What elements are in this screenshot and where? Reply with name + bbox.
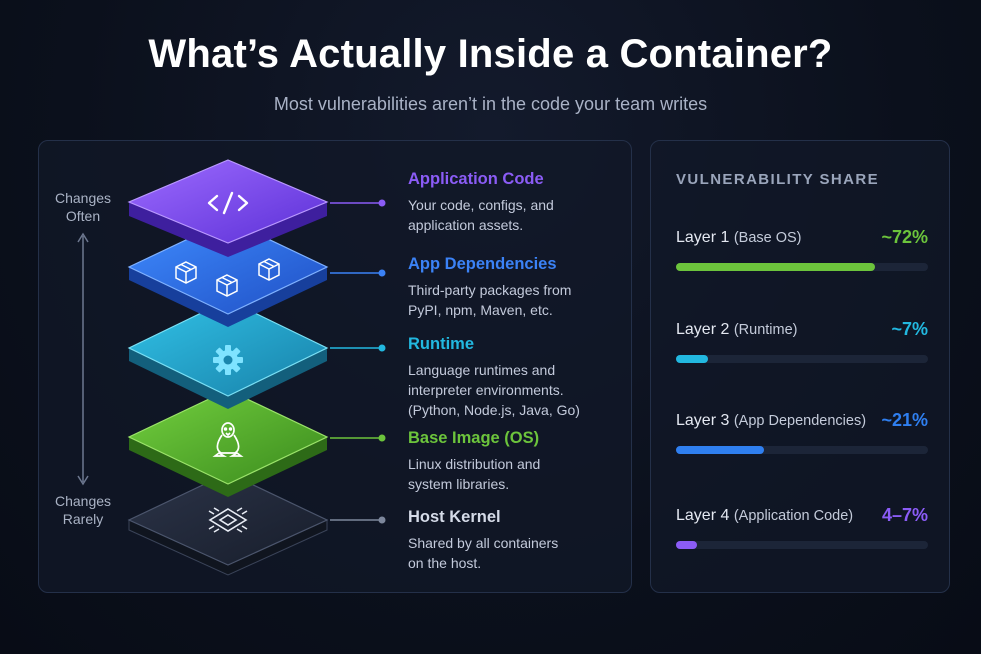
changes-often-label: Changes Often: [38, 189, 128, 225]
layer-desc-line: PyPI, npm, Maven, etc.: [408, 302, 553, 318]
layer-host-kernel: [127, 472, 329, 576]
layer-desc-line: Shared by all containers: [408, 535, 559, 551]
share-label-sub: (App Dependencies): [733, 413, 867, 429]
changes-often-line2: Often: [65, 208, 101, 224]
share-label-sub: (Base OS): [733, 230, 802, 246]
layer-title: Base Image (OS): [408, 429, 540, 447]
share-label-main: Layer 2: [676, 321, 730, 338]
share-label: Layer 2 (Runtime): [676, 321, 797, 338]
layer-title: App Dependencies: [408, 255, 557, 273]
layer-text-application-code: Application Code Your code, configs, and…: [408, 170, 623, 235]
layer-title: Runtime: [408, 335, 474, 353]
package-icon: [175, 261, 197, 284]
connector-host-kernel: [330, 516, 386, 524]
share-value: ~21%: [881, 410, 928, 430]
changes-often-line1: Changes: [54, 190, 112, 206]
share-bar-track: [676, 541, 928, 549]
package-icon: [258, 258, 280, 281]
share-bar-track: [676, 446, 928, 454]
share-bar-fill: [676, 446, 765, 454]
share-label-main: Layer 3: [676, 412, 730, 429]
changes-rarely-line1: Changes: [54, 493, 112, 509]
layer-desc-line: application assets.: [408, 217, 524, 233]
share-value: ~7%: [891, 319, 928, 339]
share-bar-track: [676, 263, 928, 271]
layer-desc-line: (Python, Node.js, Java, Go): [408, 402, 580, 418]
share-label-main: Layer 1: [676, 229, 730, 246]
layer-title: Host Kernel: [408, 508, 501, 526]
share-label-sub: (Runtime): [733, 322, 798, 338]
vulnerability-share-heading: VULNERABILITY SHARE: [676, 171, 880, 188]
page-title: What’s Actually Inside a Container?: [148, 32, 833, 76]
layer-text-base-image: Base Image (OS) Linux distribution and s…: [408, 429, 623, 494]
share-label-main: Layer 4: [676, 507, 730, 524]
layer-base-image: [127, 389, 329, 497]
layer-desc-line: Language runtimes and: [408, 362, 556, 378]
chip-icon: [208, 507, 248, 533]
connector-app-dependencies: [330, 269, 386, 277]
share-label: Layer 4 (Application Code): [676, 507, 853, 524]
connector-runtime: [330, 344, 386, 352]
code-icon: [207, 191, 249, 215]
page-subtitle: Most vulnerabilities aren’t in the code …: [273, 94, 708, 114]
gear-icon: [213, 345, 243, 375]
share-bar-fill: [676, 355, 708, 363]
changes-rarely-line2: Rarely: [62, 511, 104, 527]
share-row-layer-4: Layer 4 (Application Code) 4–7%: [676, 505, 928, 549]
layer-runtime: [127, 299, 329, 409]
change-frequency-arrow: [77, 232, 89, 486]
share-label: Layer 3 (App Dependencies): [676, 412, 866, 429]
share-value: ~72%: [881, 227, 928, 247]
layer-text-host-kernel: Host Kernel Shared by all containers on …: [408, 508, 623, 573]
layer-title: Application Code: [408, 170, 544, 188]
share-row-layer-2: Layer 2 (Runtime) ~7%: [676, 319, 928, 363]
layer-desc-line: Linux distribution and: [408, 456, 541, 472]
layer-text-app-dependencies: App Dependencies Third-party packages fr…: [408, 255, 623, 320]
layer-app-dependencies: [127, 219, 329, 327]
share-bar-fill: [676, 541, 698, 549]
share-label: Layer 1 (Base OS): [676, 229, 802, 246]
layer-text-runtime: Runtime Language runtimes and interprete…: [408, 335, 623, 420]
layer-desc-line: Your code, configs, and: [408, 197, 554, 213]
connector-base-image: [330, 434, 386, 442]
share-row-layer-3: Layer 3 (App Dependencies) ~21%: [676, 410, 928, 454]
share-label-sub: (Application Code): [733, 508, 854, 524]
share-bar-track: [676, 355, 928, 363]
layer-desc-line: Third-party packages from: [408, 282, 572, 298]
share-value: 4–7%: [881, 505, 928, 525]
linux-penguin-icon: [212, 422, 244, 457]
layer-desc-line: on the host.: [408, 555, 482, 571]
layer-desc-line: system libraries.: [408, 476, 510, 492]
package-icon: [216, 274, 238, 297]
changes-rarely-label: Changes Rarely: [38, 492, 128, 528]
share-bar-fill: [676, 263, 876, 271]
connector-application-code: [330, 199, 386, 207]
share-row-layer-1: Layer 1 (Base OS) ~72%: [676, 227, 928, 271]
layer-application-code: [127, 159, 329, 257]
layer-desc-line: interpreter environments.: [408, 382, 564, 398]
vulnerability-share-panel: [650, 140, 950, 593]
